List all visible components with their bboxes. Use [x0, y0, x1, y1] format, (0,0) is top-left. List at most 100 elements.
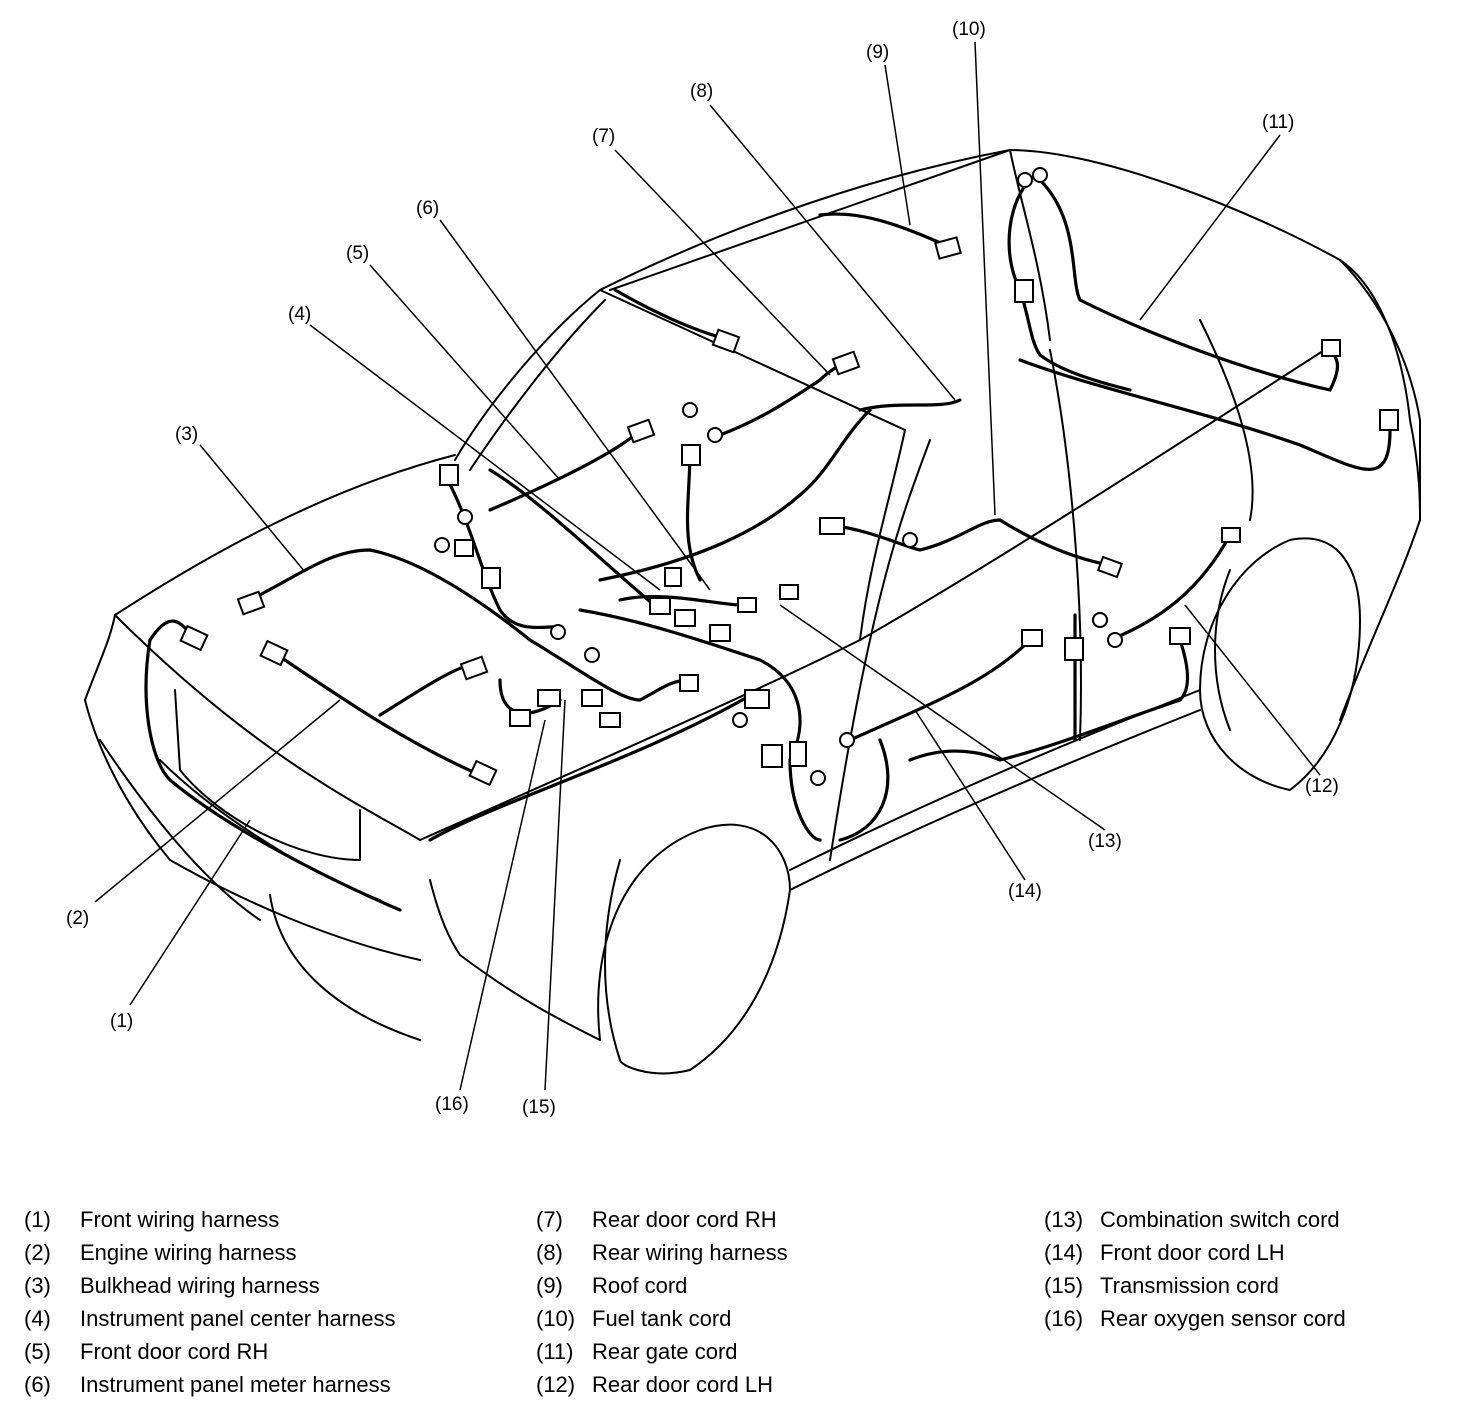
connector [664, 567, 682, 587]
legend-label: Engine wiring harness [80, 1239, 297, 1265]
legend-item: (10) Fuel tank cord [536, 1302, 788, 1335]
legend-label: Rear wiring harness [592, 1239, 788, 1265]
connector [509, 709, 531, 727]
legend-label: Instrument panel meter harness [80, 1371, 391, 1397]
legend-label: Front door cord LH [1100, 1239, 1285, 1265]
legend-number: (9) [536, 1272, 563, 1298]
legend-item: (12) Rear door cord LH [536, 1368, 788, 1401]
connector [810, 770, 826, 786]
connector [674, 609, 696, 627]
callout-12: (12) [1305, 776, 1339, 797]
legend-number: (12) [536, 1371, 576, 1397]
callout-1: (1) [110, 1011, 133, 1032]
legend-label: Bulkhead wiring harness [80, 1272, 320, 1298]
connector [468, 759, 498, 787]
legend-number: (8) [536, 1239, 563, 1265]
legend-number: (11) [536, 1338, 574, 1364]
legend-number: (3) [24, 1272, 51, 1298]
connector [434, 537, 450, 553]
callout-3: (3) [175, 424, 198, 445]
connector [934, 236, 962, 260]
callout-8: (8) [690, 81, 713, 102]
connector [1096, 555, 1124, 579]
connector [839, 732, 855, 748]
legend-item: (5) Front door cord RH [24, 1335, 396, 1368]
legend-label: Rear door cord LH [592, 1371, 773, 1397]
connector [819, 517, 845, 535]
legend-number: (10) [536, 1305, 576, 1331]
connector [599, 712, 621, 728]
connector [779, 584, 799, 600]
legend-item: (16)Rear oxygen sensor cord [1044, 1302, 1346, 1335]
legend-item: (1)Front wiring harness [24, 1203, 396, 1236]
connector [1321, 339, 1341, 357]
connector [454, 539, 474, 557]
connector [649, 597, 671, 615]
connector [831, 350, 861, 376]
connector [1092, 612, 1108, 628]
legend-label: Front wiring harness [80, 1206, 280, 1232]
callout-5: (5) [346, 243, 369, 264]
legend-label: Fuel tank cord [592, 1305, 732, 1331]
connector [711, 328, 741, 354]
callout-10: (10) [952, 19, 986, 40]
connector [744, 689, 770, 709]
legend-number: (14) [1044, 1239, 1084, 1265]
connector [581, 689, 603, 707]
legend-number: (15) [1044, 1272, 1084, 1298]
connector [457, 509, 473, 525]
legend-label: Rear oxygen sensor cord [1100, 1305, 1346, 1331]
connector [236, 590, 266, 616]
connector [439, 464, 459, 486]
legend-item: (4) Instrument panel center harness [24, 1302, 396, 1335]
legend-item: (15) Transmission cord [1044, 1269, 1346, 1302]
legend-number: (13) [1044, 1206, 1084, 1232]
callout-13: (13) [1088, 831, 1122, 852]
connector [1017, 172, 1033, 188]
legend-number: (7) [536, 1206, 563, 1232]
legend-label: Front door cord RH [80, 1338, 269, 1364]
legend-number: (4) [24, 1305, 51, 1331]
callout-16: (16) [435, 1094, 469, 1115]
connector [537, 689, 561, 707]
connector [626, 418, 656, 444]
legend-item: (8) Rear wiring harness [536, 1236, 788, 1269]
legend-item: (6) Instrument panel meter harness [24, 1368, 396, 1401]
connector [481, 567, 501, 589]
callout-15: (15) [522, 1097, 556, 1118]
callout-labels: (1) (2) (3) (4) (5) (6) (7) (8) (9) (10)… [66, 19, 1339, 1118]
connector [459, 655, 489, 681]
legend-label: Rear door cord RH [592, 1206, 777, 1232]
connector [1379, 409, 1399, 431]
legend-number: (6) [24, 1371, 51, 1397]
callout-6: (6) [416, 198, 439, 219]
callout-11: (11) [1262, 112, 1294, 133]
legend-item: (2) Engine wiring harness [24, 1236, 396, 1269]
connector [1021, 629, 1043, 647]
wiring-harness-diagram: (1) (2) (3) (4) (5) (6) (7) (8) (9) (10)… [66, 19, 1421, 1118]
legend-column-3: (13) Combination switch cord (14) Front do… [1044, 1203, 1346, 1335]
connector [761, 744, 783, 768]
legend-column-1: (1)Front wiring harness (2) Engine wiring… [24, 1203, 396, 1401]
connector [732, 712, 748, 728]
connector [679, 674, 699, 692]
legend-label: Instrument panel center harness [80, 1305, 396, 1331]
legend-column-2: (7) Rear door cord RH (8) Rear wiring harn… [536, 1203, 788, 1401]
legend-item: (11) Rear gate cord [536, 1335, 788, 1368]
connector [1169, 627, 1191, 645]
legend-label: Rear gate cord [592, 1338, 738, 1364]
legend-item: (3) Bulkhead wiring harness [24, 1269, 396, 1302]
legend-item: (13) Combination switch cord [1044, 1203, 1346, 1236]
callout-2: (2) [66, 908, 89, 929]
connector [682, 402, 698, 418]
connectors [179, 167, 1399, 787]
legend-item: (9)Roof cord [536, 1269, 788, 1302]
legend-number: (2) [24, 1239, 51, 1265]
connector [1221, 527, 1241, 543]
legend-label: Combination switch cord [1100, 1206, 1340, 1232]
legend-number: (5) [24, 1338, 51, 1364]
legend-item: (7) Rear door cord RH [536, 1203, 788, 1236]
legend-label: Transmission cord [1100, 1272, 1279, 1298]
legend-item: (14) Front door cord LH [1044, 1236, 1346, 1269]
connector [259, 639, 289, 667]
